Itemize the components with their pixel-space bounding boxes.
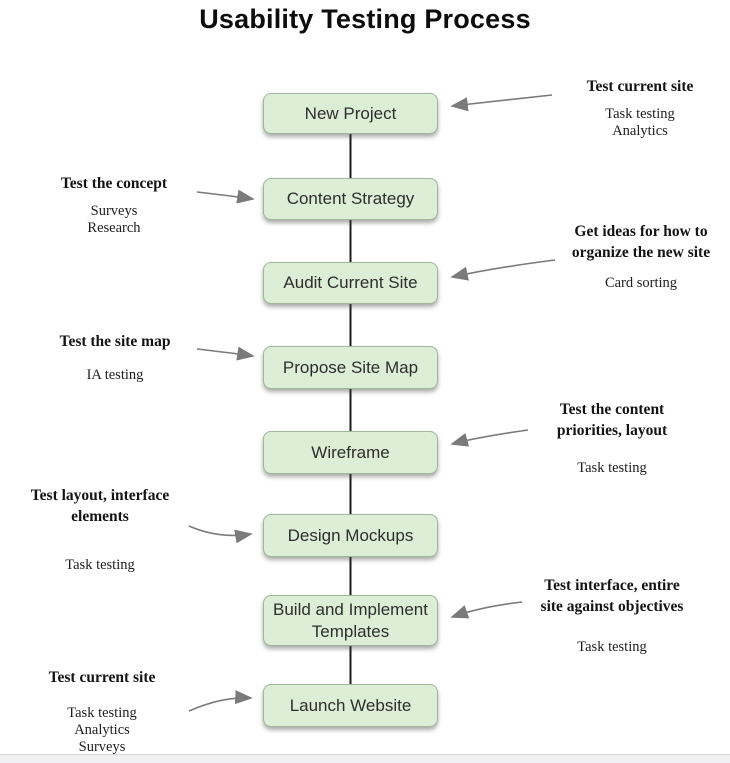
step-label: Audit Current Site [283,273,418,293]
annotation-methods: Task testing [537,460,687,477]
annotation-new-project: Test current site Task testing Analytics [565,76,715,140]
step-box-content-strategy: Content Strategy [263,178,438,220]
annotation-method: Task testing [605,106,675,122]
annotation-methods: Surveys Research [39,203,189,237]
slide-footer-bar [0,754,730,763]
annotation-method: Analytics [612,123,668,139]
annotation-launch-website: Test current site Task testing Analytics… [27,667,177,756]
step-label: Content Strategy [286,189,415,209]
annotation-method: Card sorting [604,275,678,291]
annotation-method: Task testing [65,557,135,573]
annotation-method: Surveys [90,203,138,219]
annotation-methods: Card sorting [551,275,730,292]
annotation-heading: Test layout, interface elements [30,487,170,525]
annotation-methods: IA testing [40,367,190,384]
annotation-method: Task testing [577,639,647,655]
annotation-propose-site-map: Test the site map IA testing [40,331,190,384]
arrow-to-propose-site-map [196,346,255,361]
annotation-method: IA testing [86,367,144,383]
annotation-wireframe: Test the content priorities, layout Task… [537,399,687,477]
annotation-method: Surveys [78,739,126,755]
annotation-heading: Test the site map [59,333,171,350]
annotation-heading: Test current site [48,669,156,686]
step-box-new-project: New Project [263,93,438,134]
annotation-methods: Task testing Analytics [565,106,715,140]
step-box-design-mockups: Design Mockups [263,514,438,557]
annotation-method: Task testing [577,460,647,476]
step-label: Design Mockups [287,525,414,545]
annotation-content-strategy: Test the concept Surveys Research [39,173,189,237]
annotation-heading: Get ideas for how to organize the new si… [571,223,711,261]
arrow-to-wireframe [450,429,529,447]
annotation-methods: Task testing Analytics Surveys [27,705,177,756]
annotation-method: Analytics [74,722,130,738]
annotation-build-templates: Test interface, entire site against obje… [522,575,702,656]
step-label: New Project [304,103,397,123]
step-label: Launch Website [289,695,412,715]
annotation-heading: Test interface, entire site against obje… [540,577,684,615]
page-title: Usability Testing Process [199,4,531,34]
arrow-to-build-templates [450,601,523,619]
arrow-to-launch-website [188,690,253,712]
step-box-launch-website: Launch Website [263,684,438,727]
arrow-to-audit-current-site [450,259,556,281]
step-box-audit-current-site: Audit Current Site [263,262,438,304]
annotation-method: Research [87,220,141,236]
annotation-heading: Test the concept [60,175,168,192]
annotation-method: Task testing [67,705,137,721]
step-box-wireframe: Wireframe [263,431,438,474]
arrow-to-new-project [450,94,553,112]
annotation-heading: Test the content priorities, layout [556,401,668,439]
step-label: Wireframe [311,442,390,462]
annotation-heading: Test current site [586,78,694,95]
arrow-to-content-strategy [196,189,255,204]
annotation-methods: Task testing [522,639,702,656]
step-box-propose-site-map: Propose Site Map [263,346,438,389]
annotation-audit-current-site: Get ideas for how to organize the new si… [551,221,730,292]
step-label: Build and Implement Templates [273,600,428,641]
annotation-methods: Task testing [15,557,185,574]
step-box-build-templates: Build and Implement Templates [263,595,438,646]
step-label: Propose Site Map [282,357,419,377]
arrow-to-design-mockups [188,525,253,544]
annotation-design-mockups: Test layout, interface elements Task tes… [15,485,185,574]
